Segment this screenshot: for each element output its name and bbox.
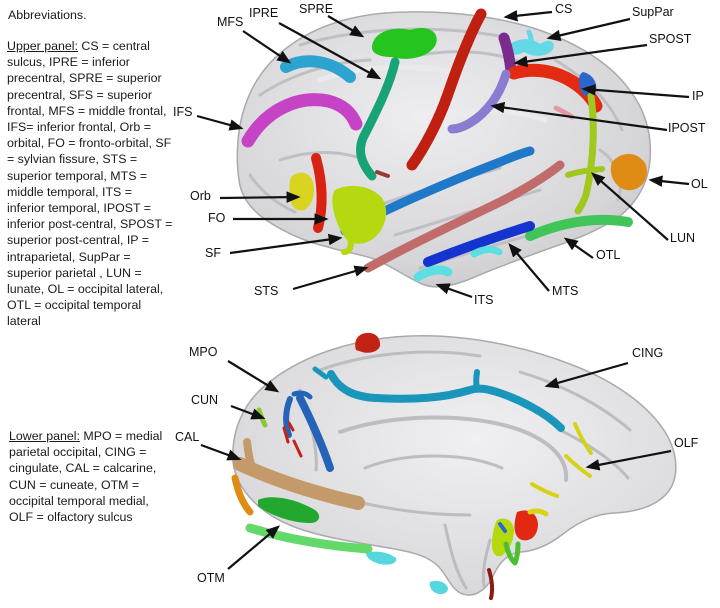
label-otm: OTM bbox=[197, 571, 225, 585]
arrow-orb bbox=[219, 191, 301, 203]
label-otl: OTL bbox=[596, 248, 621, 262]
arrow-ip bbox=[581, 84, 690, 99]
label-olf: OLF bbox=[674, 436, 699, 450]
sulcus-suppar-stem bbox=[526, 29, 534, 49]
sulcus-ipost bbox=[447, 69, 511, 134]
sulcus-ifs bbox=[241, 93, 363, 148]
arrow-ol bbox=[648, 175, 690, 187]
sulcus-ventral-cyan-2 bbox=[429, 580, 448, 595]
sulcus-sf-fissure bbox=[332, 185, 387, 244]
label-orb: Orb bbox=[190, 189, 211, 203]
label-lun: LUN bbox=[670, 231, 696, 245]
label-ipre: IPRE bbox=[249, 6, 279, 20]
sulcus-cs bbox=[406, 8, 487, 171]
sulcus-cal-vert bbox=[243, 438, 257, 474]
legend-upper-body: CS = central sulcus, IPRE = inferior pre… bbox=[7, 39, 173, 329]
sulcus-mts bbox=[423, 221, 535, 267]
upper-brain bbox=[236, 8, 652, 288]
arrow-mts bbox=[508, 242, 550, 292]
label-spost: SPOST bbox=[649, 32, 692, 46]
sulcus-frontal-green-stems bbox=[503, 541, 521, 566]
arrow-ipre bbox=[278, 22, 382, 80]
legend-lower-paragraph: Lower panel: MPO = medial parietal occip… bbox=[9, 428, 175, 525]
sulcus-its-2 bbox=[470, 246, 503, 258]
sulcus-cing-branch bbox=[473, 369, 480, 392]
sulcus-mfs bbox=[280, 55, 356, 83]
arrow-sf bbox=[229, 233, 343, 255]
arrow-otl bbox=[563, 237, 594, 259]
sulcus-sf-tail bbox=[341, 235, 354, 255]
sulcus-occ-orange bbox=[231, 474, 254, 516]
legend-upper-heading: Upper panel: bbox=[7, 39, 78, 53]
label-cun: CUN bbox=[191, 393, 219, 407]
sulcus-frontal-blue-dash bbox=[498, 522, 507, 533]
sulcus-ol bbox=[610, 154, 647, 191]
sulcus-maroon-dash bbox=[375, 170, 390, 178]
sulcus-lun-branch bbox=[565, 166, 605, 178]
sulcus-mpo-2 bbox=[283, 396, 293, 438]
label-sts: STS bbox=[254, 284, 279, 298]
sulcus-mpo bbox=[296, 394, 334, 472]
sulcus-frontal-red bbox=[514, 510, 538, 541]
label-ol: OL bbox=[691, 177, 708, 191]
sulcus-ventral-cyan-1 bbox=[366, 551, 397, 565]
sulcus-red-top bbox=[355, 332, 381, 353]
arrow-otm bbox=[227, 525, 281, 570]
arrow-spre bbox=[327, 15, 365, 38]
label-cs: CS bbox=[555, 2, 573, 16]
arrow-cun bbox=[230, 404, 266, 420]
legend-panel: Abbreviations. Upper panel: CS = central… bbox=[7, 7, 173, 524]
arrow-lun bbox=[591, 172, 669, 241]
sulcus-cing-dash bbox=[312, 366, 329, 380]
arrow-ipost bbox=[490, 101, 668, 132]
arrow-cing bbox=[544, 361, 629, 389]
legend-lower-body: MPO = medial parietal occipital, CING = … bbox=[9, 429, 163, 525]
legend-title: Abbreviations. bbox=[8, 8, 87, 22]
sulcus-otm-light bbox=[245, 523, 373, 554]
label-ip: IP bbox=[692, 89, 704, 103]
legend-lower-heading: Lower panel: bbox=[9, 429, 80, 443]
label-cal: CAL bbox=[175, 430, 200, 444]
sulcus-spost bbox=[498, 32, 517, 77]
label-its: ITS bbox=[474, 293, 494, 307]
lower-brain bbox=[231, 332, 677, 600]
label-suppar: SupPar bbox=[632, 5, 674, 19]
sulcus-fo bbox=[311, 153, 327, 233]
annotation-arrows bbox=[196, 10, 690, 570]
label-spre: SPRE bbox=[299, 2, 334, 16]
arrow-sts bbox=[292, 265, 369, 291]
label-mpo: MPO bbox=[189, 345, 218, 359]
arrow-ifs bbox=[196, 114, 244, 131]
label-mfs: MFS bbox=[217, 15, 244, 29]
sulcus-cing bbox=[327, 370, 565, 432]
label-cing: CING bbox=[632, 346, 664, 360]
label-mts: MTS bbox=[552, 284, 579, 298]
arrow-mfs bbox=[242, 30, 292, 64]
sulcus-frontal-yellow bbox=[527, 508, 549, 517]
sulcus-sts bbox=[363, 160, 565, 273]
sulcus-otm bbox=[258, 497, 320, 523]
arrow-cal bbox=[200, 443, 242, 461]
sulcus-red-slivers bbox=[282, 421, 303, 458]
arrow-mpo bbox=[227, 360, 280, 393]
lower-brain-outline bbox=[232, 335, 677, 596]
label-ipost: IPOST bbox=[668, 121, 706, 135]
sulcus-otl bbox=[525, 215, 633, 241]
arrow-spost bbox=[513, 43, 648, 68]
label-fo: FO bbox=[208, 211, 226, 225]
sulcus-olf bbox=[530, 422, 593, 498]
sulcus-dark-red bbox=[487, 568, 495, 600]
arrow-cs bbox=[503, 10, 553, 22]
sulcus-its bbox=[413, 265, 453, 282]
label-ifs: IFS bbox=[173, 105, 193, 119]
arrow-its bbox=[435, 283, 473, 299]
sulcus-mpo-3 bbox=[291, 390, 313, 400]
arrow-olf bbox=[585, 449, 672, 471]
sulcus-spre bbox=[371, 27, 437, 59]
legend-upper-paragraph: Upper panel: CS = central sulcus, IPRE =… bbox=[7, 38, 173, 330]
arrow-suppar bbox=[546, 17, 631, 41]
label-sf: SF bbox=[205, 246, 221, 260]
sulcus-ipre bbox=[355, 57, 400, 181]
